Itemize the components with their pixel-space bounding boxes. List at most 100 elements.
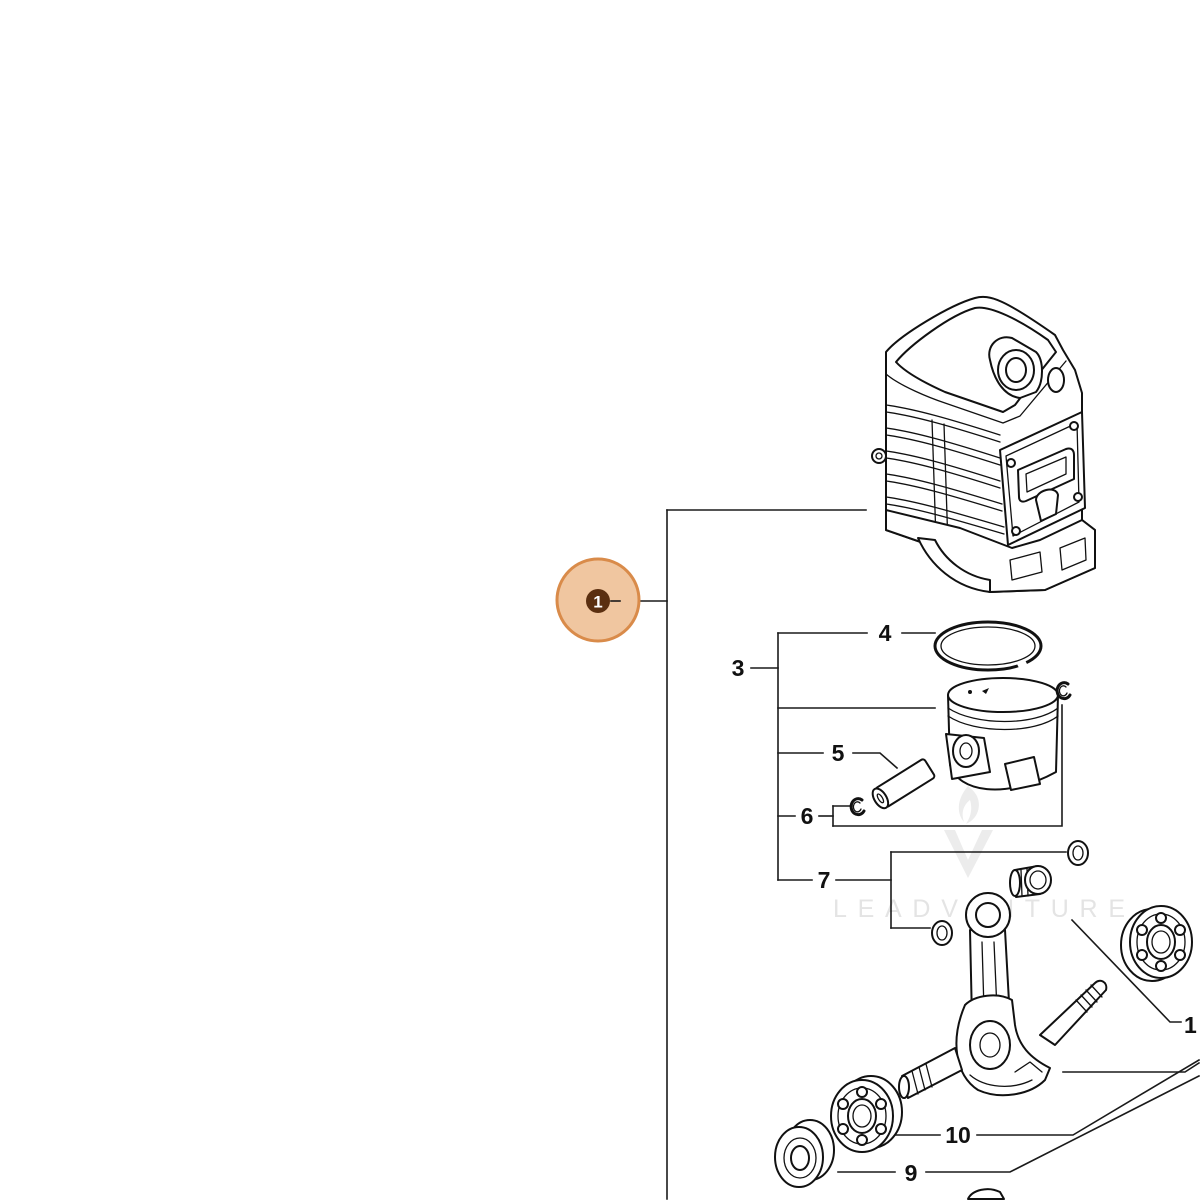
flange-bolt-hole-3	[1011, 526, 1021, 536]
callout-1[interactable]: 1	[555, 557, 641, 643]
cylinder-part	[871, 295, 1096, 593]
bearing-bottom-ball-6	[837, 1098, 849, 1110]
piston-ring-gap	[1016, 659, 1028, 669]
circlip-left-inner	[852, 801, 862, 813]
piston-part	[945, 677, 1059, 791]
fin-3-top	[885, 450, 1001, 482]
fin-2-bottom	[885, 434, 1001, 466]
crankshaft-leader	[1062, 1061, 1200, 1073]
bearing-right-ball-5	[1136, 949, 1148, 961]
circlip-right	[1055, 681, 1072, 701]
piston-pin-end-hole	[876, 793, 885, 804]
flange-bolt-hole-4	[1073, 492, 1083, 502]
piston-pin-bore	[952, 734, 980, 768]
washer-lower-hole	[936, 925, 948, 941]
washer-lower	[931, 920, 953, 946]
washer-upper	[1067, 840, 1089, 866]
label-9: 9	[905, 1160, 918, 1186]
leader-lines	[619, 509, 1200, 1200]
piston-ring-outer	[933, 620, 1043, 672]
label-10: 10	[945, 1122, 971, 1148]
oil-seal-part	[774, 1119, 835, 1188]
washer-parts	[931, 840, 1089, 946]
con-rod-big-end	[969, 1020, 1011, 1070]
bearing-bottom-ball-4	[856, 1134, 868, 1146]
fin-1-top	[885, 404, 1001, 436]
label-4: 4	[879, 620, 892, 646]
bearing-bottom-inner-ring	[847, 1098, 877, 1134]
label-5: 5	[832, 740, 845, 766]
fin-2-top	[885, 427, 1001, 459]
flywheel-shaft	[901, 1047, 963, 1099]
intake-stud-hole	[875, 452, 883, 460]
fin-1-bottom	[885, 411, 1001, 443]
exhaust-port-inner	[1025, 456, 1067, 493]
callout-badge[interactable]	[586, 589, 610, 613]
piston-ring-inner	[940, 626, 1036, 666]
transfer-port	[1035, 488, 1059, 522]
spark-plug-hole-inner	[1005, 357, 1027, 383]
bearing-bottom-ball-5	[837, 1123, 849, 1135]
needle-bearing-bore	[1029, 870, 1047, 890]
label-3: 3	[732, 655, 745, 681]
piston-ring-part	[933, 620, 1043, 672]
partial-part-bottom	[967, 1188, 1005, 1200]
flywheel-shaft-end	[898, 1075, 910, 1099]
flange-bolt-hole-1	[1006, 458, 1016, 468]
piston-ring-groove-2	[947, 715, 1059, 731]
crankshaft-part	[898, 892, 1108, 1099]
piston-direction-arrow	[982, 688, 989, 694]
bearing-bottom-bore	[852, 1104, 872, 1128]
bearing-bottom-ball-3	[875, 1123, 887, 1135]
label-10-leader-right	[976, 1058, 1200, 1136]
label-7: 7	[818, 867, 831, 893]
crank-pin	[979, 1032, 1001, 1058]
washer-upper-hole	[1072, 845, 1084, 861]
label-5-leader-right	[852, 752, 899, 770]
ball-bearing-right-part	[1120, 905, 1193, 982]
decompression-boss	[1047, 367, 1065, 393]
bearing-right-inner-ring	[1146, 924, 1176, 960]
crank-web-detail	[969, 1061, 1043, 1087]
bearing-right-ball-1	[1155, 912, 1167, 924]
flywheel-shaft-thread	[911, 1063, 933, 1095]
label-9-leader-right	[925, 1074, 1200, 1173]
flange-bolt-hole-2	[1069, 421, 1079, 431]
circlip-right-leader	[832, 704, 1063, 827]
callout-label[interactable]: 1	[593, 593, 602, 612]
con-rod-small-end-bore	[975, 902, 1001, 928]
part-labels: 3 4 5 6 7 10 9 1	[732, 620, 1197, 1186]
piston-ring-groove-1	[947, 707, 1059, 723]
base-detail	[1009, 537, 1087, 581]
exhaust-gasket-outline	[1005, 422, 1080, 537]
bearing-right-ball-6	[1136, 924, 1148, 936]
exhaust-port	[1017, 447, 1075, 503]
cooling-fins	[885, 404, 1005, 547]
crankcase-half-bore	[917, 537, 991, 593]
bearing-bottom-ball-1	[856, 1086, 868, 1098]
fin-5-top	[885, 496, 1005, 528]
oil-seal-bore	[790, 1145, 810, 1171]
fin-4-bottom	[885, 480, 1003, 512]
oil-seal-lip	[783, 1137, 817, 1179]
piston-mark-dot	[968, 690, 972, 694]
intake-stud	[871, 448, 887, 464]
circlip-left	[849, 797, 866, 817]
needle-bearing-back	[1009, 869, 1021, 897]
needle-bearing-front	[1024, 865, 1052, 895]
drive-shaft-thread	[1075, 984, 1103, 1013]
watermark-flame-icon	[958, 786, 979, 824]
label-6: 6	[801, 803, 814, 829]
needle-bearing-part	[1009, 865, 1052, 898]
circlip-parts	[849, 681, 1072, 817]
drive-shaft	[1039, 979, 1108, 1046]
bearing-right-ball-2	[1174, 924, 1186, 936]
piston-crown	[947, 677, 1059, 713]
label-1-edge: 1	[1184, 1012, 1197, 1038]
watermark-v-icon	[944, 830, 993, 878]
circlip-right-inner	[1058, 685, 1068, 697]
piston-skirt-window	[1004, 756, 1041, 791]
piston-pin-part	[871, 758, 936, 810]
piston-pin-bore-inner	[959, 742, 973, 760]
